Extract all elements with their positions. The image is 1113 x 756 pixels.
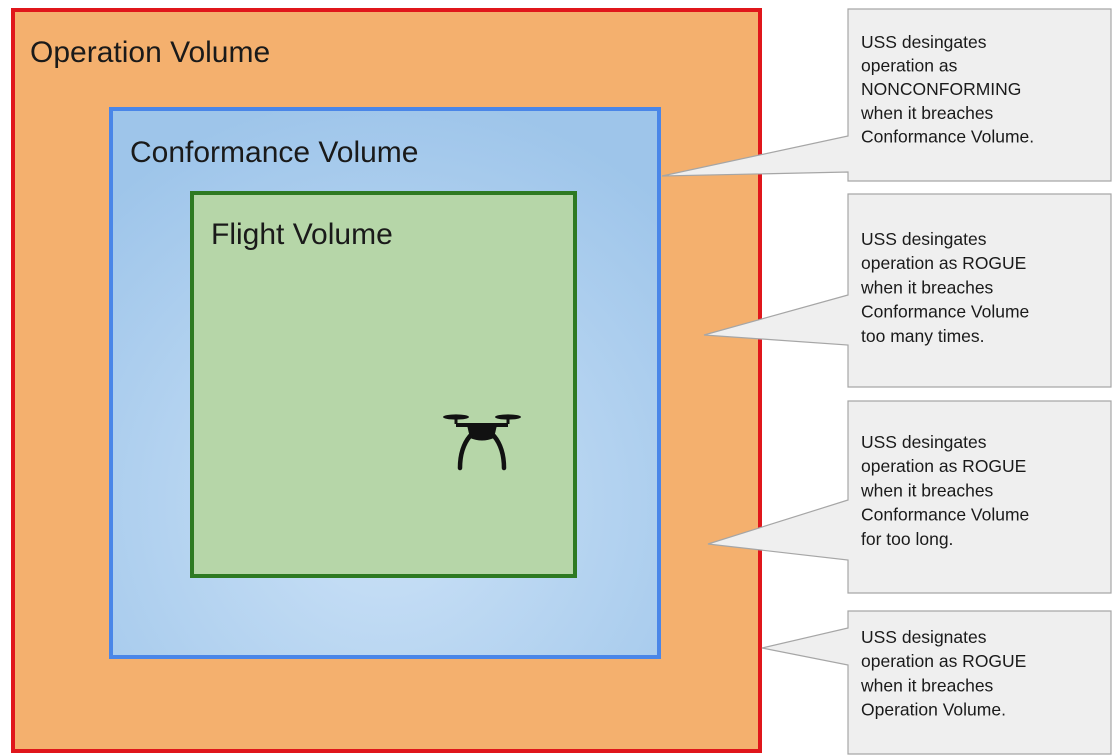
callout-text-line: USS desingates xyxy=(861,32,987,52)
callout-text-line: when it breaches xyxy=(860,675,994,695)
callout-text-line: Conformance Volume xyxy=(861,302,1029,322)
operation-volume-label: Operation Volume xyxy=(30,36,270,69)
drone-icon xyxy=(443,414,521,471)
callout-text-line: NONCONFORMING xyxy=(861,79,1021,99)
callout-box xyxy=(703,193,1112,388)
callout-text-line: operation as ROGUE xyxy=(861,456,1026,476)
conformance-volume-label: Conformance Volume xyxy=(130,136,419,169)
callout-box xyxy=(707,400,1112,594)
callout-text-line: operation as xyxy=(861,56,958,76)
callout-text-line: USS desingates xyxy=(861,432,987,452)
callout-text-line: when it breaches xyxy=(860,480,994,500)
callout-text-line: when it breaches xyxy=(860,277,994,297)
callout-box xyxy=(661,8,1112,182)
callout-text-line: too many times. xyxy=(861,326,985,346)
flight-volume xyxy=(190,191,577,578)
callout-text-line: Conformance Volume. xyxy=(861,126,1034,146)
callout-text-line: USS designates xyxy=(861,627,987,647)
callout-text-line: operation as ROGUE xyxy=(861,253,1026,273)
callout-text-line: Operation Volume. xyxy=(861,700,1006,720)
callout-text-line: USS desingates xyxy=(861,229,987,249)
callout-text-line: when it breaches xyxy=(860,103,994,123)
flight-volume-label: Flight Volume xyxy=(211,218,393,251)
callout-box xyxy=(761,610,1112,755)
callout-text-line: operation as ROGUE xyxy=(861,651,1026,671)
callout-text-line: Conformance Volume xyxy=(861,505,1029,525)
callout-text-line: for too long. xyxy=(861,529,953,549)
